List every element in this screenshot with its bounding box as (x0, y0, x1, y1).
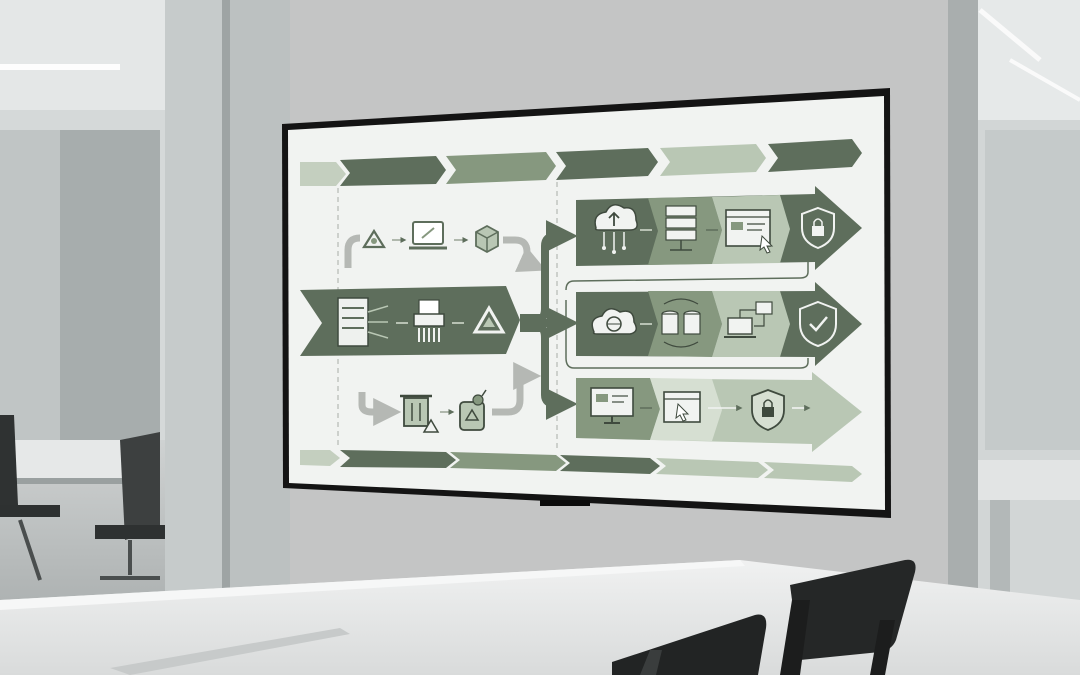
source-row-bottom (358, 362, 542, 433)
cloud-icon (591, 308, 637, 335)
browser-cursor-icon (725, 209, 774, 254)
trash-warning-icon (400, 394, 440, 433)
database-sync-icon (661, 298, 701, 348)
branch-connectors (520, 220, 579, 420)
laptop-icon (409, 221, 447, 250)
target-lane-middle (565, 282, 862, 369)
glass-panel (230, 0, 290, 675)
foreground-chair-center (612, 614, 767, 675)
cloud-upload-icon (594, 204, 638, 254)
background-chair-left (0, 415, 165, 581)
source-row-middle (300, 286, 520, 356)
shield-lock-icon (801, 206, 835, 250)
server-rack-icon (337, 297, 389, 347)
process-flow-diagram (300, 139, 862, 482)
bottom-chevron-band (300, 450, 862, 482)
recycle-bin-icon (459, 389, 487, 431)
server-icon (665, 205, 697, 251)
package-icon (475, 224, 499, 254)
top-chevron-band (300, 139, 862, 186)
network-devices-icon (724, 301, 773, 338)
glass-panel (165, 0, 225, 675)
source-row-top (344, 221, 547, 272)
shield-check-icon (799, 300, 837, 348)
shield-lock-icon (751, 389, 785, 431)
target-lane-bottom (576, 372, 862, 452)
door-frame (222, 0, 230, 675)
recycle-icon (472, 305, 506, 334)
recycle-icon (362, 228, 386, 249)
shredder-icon (413, 299, 445, 342)
foreground-chair-right (780, 559, 916, 675)
monitor-icon (590, 387, 634, 424)
browser-cursor-icon (663, 391, 701, 423)
target-lane-top (565, 186, 862, 291)
right-office-background (948, 0, 1080, 675)
